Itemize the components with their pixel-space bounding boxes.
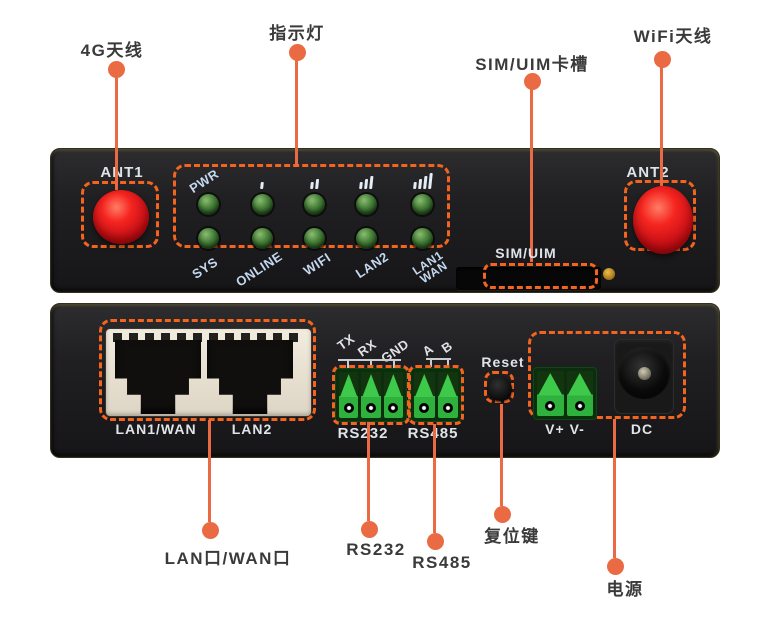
rs485-pin-tick-1 bbox=[430, 358, 432, 367]
callout-rs232-label: RS232 bbox=[346, 540, 406, 559]
power-terminal-pin bbox=[566, 371, 593, 416]
rear-panel: LAN1/WAN LAN2 TX RX GND A B RS232 RS485 … bbox=[50, 303, 720, 458]
lan-ports-highlight-box bbox=[99, 319, 316, 421]
rs232-pin-tick-3 bbox=[393, 359, 395, 368]
led-signal-4 bbox=[412, 194, 433, 215]
led-signal-1 bbox=[252, 194, 273, 215]
power-terminal-block bbox=[534, 368, 596, 419]
dc-label: DC bbox=[630, 421, 654, 437]
rs232-pin-tx-label: TX bbox=[334, 330, 358, 354]
rs232-pin-gnd-label: GND bbox=[378, 336, 412, 366]
callout-rs232-line bbox=[367, 422, 370, 521]
callout-4g-antenna-label: 4G天线 bbox=[80, 41, 144, 60]
callout-reset-dot bbox=[494, 506, 511, 523]
callout-indicator-lights-label: 指示灯 bbox=[269, 24, 325, 43]
callout-wifi-antenna-dot bbox=[654, 51, 671, 68]
signal-strength-4-icon bbox=[413, 172, 433, 189]
ant1-antenna-connector bbox=[93, 190, 149, 244]
rs232-pin-tick-2 bbox=[370, 359, 372, 368]
rs485-terminal-pin bbox=[414, 372, 435, 418]
lan2-port-label: LAN2 bbox=[231, 421, 273, 437]
rs485-terminal-block bbox=[411, 369, 461, 421]
callout-sim-slot-dot bbox=[524, 73, 541, 90]
sim-slot-highlight-box bbox=[483, 263, 598, 289]
led-signal-2 bbox=[304, 194, 325, 215]
ant2-antenna-connector bbox=[633, 186, 693, 254]
ant1-highlight-box bbox=[81, 181, 159, 248]
led-lan2 bbox=[356, 228, 377, 249]
led-label-lan2: LAN2 bbox=[352, 248, 392, 282]
led-lan1wan bbox=[412, 228, 433, 249]
signal-strength-3-icon bbox=[359, 172, 374, 189]
rs232-terminal-pin bbox=[361, 372, 381, 418]
rs485-port-label: RS485 bbox=[408, 425, 459, 442]
sim-card-slot bbox=[456, 267, 601, 290]
front-panel: ANT1 PWR SYS ONLINE WIFI LAN2 LAN1 WAN S… bbox=[50, 148, 720, 293]
power-terminal-pin bbox=[537, 371, 564, 416]
callout-lan-wan-label: LAN口/WAN口 bbox=[164, 549, 292, 568]
callout-4g-antenna-line bbox=[115, 74, 118, 190]
led-label-online: ONLINE bbox=[233, 248, 285, 290]
ant1-label: ANT1 bbox=[100, 164, 144, 181]
callout-indicator-lights-line bbox=[295, 57, 298, 167]
led-sys bbox=[198, 228, 219, 249]
led-wifi bbox=[304, 228, 325, 249]
rs232-terminal-block bbox=[336, 369, 406, 421]
callout-power-label: 电源 bbox=[606, 580, 644, 599]
led-label-wifi: WIFI bbox=[300, 249, 334, 279]
callout-4g-antenna-dot bbox=[108, 61, 125, 78]
callout-rs485-dot bbox=[427, 533, 444, 550]
callout-rs485-label: RS485 bbox=[412, 553, 472, 572]
callout-rs485-line bbox=[433, 424, 436, 533]
rs485-pin-b-label: B bbox=[438, 338, 456, 356]
rs485-pin-tick-2 bbox=[447, 358, 449, 367]
led-label-sys: SYS bbox=[189, 254, 221, 282]
callout-indicator-lights-dot bbox=[289, 44, 306, 61]
callout-wifi-antenna-label: WiFi天线 bbox=[633, 27, 713, 46]
lan1wan-port-label: LAN1/WAN bbox=[115, 421, 197, 437]
led-pwr bbox=[198, 194, 219, 215]
rs232-port-label: RS232 bbox=[337, 425, 389, 442]
power-highlight-box bbox=[528, 331, 686, 419]
rj45-pin-contacts bbox=[113, 333, 304, 342]
dc-jack-pin bbox=[638, 367, 651, 380]
rs485-highlight-box bbox=[408, 365, 464, 425]
rs232-terminal-pin bbox=[339, 372, 359, 418]
reset-button bbox=[488, 377, 512, 401]
rs232-pin-rx-label: RX bbox=[354, 336, 380, 360]
rs485-terminal-pin bbox=[437, 372, 458, 418]
rs232-pin-tick-1 bbox=[347, 359, 349, 368]
reset-button-label: Reset bbox=[481, 354, 525, 370]
callout-wifi-antenna-line bbox=[660, 64, 663, 186]
callout-sim-slot-line bbox=[530, 86, 533, 262]
sim-eject-button bbox=[603, 268, 615, 280]
callout-reset-line bbox=[500, 404, 503, 506]
rs232-terminal-pin bbox=[383, 372, 403, 418]
rs485-pin-bracket bbox=[426, 358, 451, 360]
callout-power-dot bbox=[607, 558, 624, 575]
callout-reset-label: 复位键 bbox=[484, 527, 540, 546]
led-signal-3 bbox=[356, 194, 377, 215]
led-online bbox=[252, 228, 273, 249]
callout-rs232-dot bbox=[361, 521, 378, 538]
sim-slot-label: SIM/UIM bbox=[495, 245, 557, 261]
led-label-lan1wan: LAN1 WAN bbox=[410, 248, 451, 287]
callout-sim-slot-label: SIM/UIM卡槽 bbox=[475, 55, 589, 74]
rs232-highlight-box bbox=[332, 365, 410, 425]
rs485-pin-a-label: A bbox=[419, 341, 437, 359]
callout-lan-wan-line bbox=[208, 420, 211, 522]
power-pins-label: V+ V- bbox=[545, 421, 585, 437]
reset-highlight-box bbox=[484, 371, 514, 403]
rs232-pin-bracket bbox=[338, 359, 401, 361]
callout-power-line bbox=[613, 419, 616, 558]
callout-lan-wan-dot bbox=[202, 522, 219, 539]
ant2-label: ANT2 bbox=[626, 164, 670, 181]
